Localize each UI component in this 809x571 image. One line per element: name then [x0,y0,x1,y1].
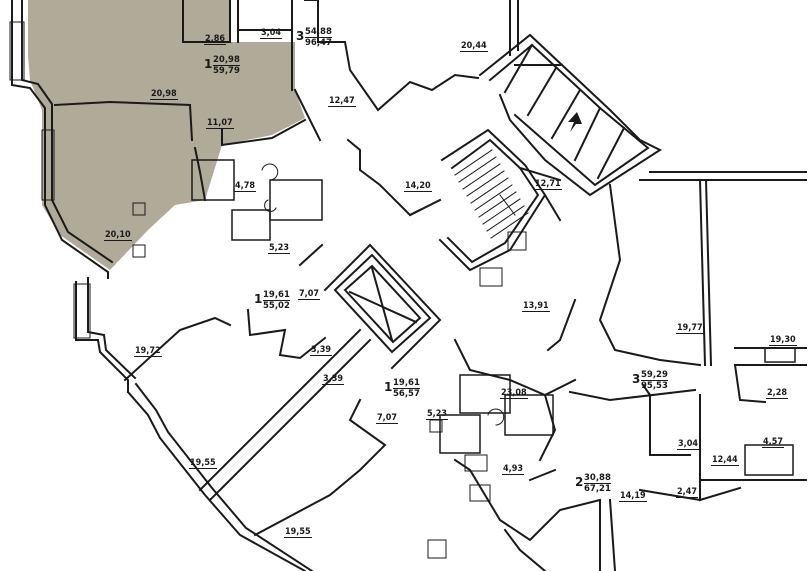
room-area-label: 7,07 [298,289,320,300]
room-area-label: 2,28 [766,388,788,399]
apartment-total-area: 56,57 [393,389,420,399]
room-area-label: 13,91 [522,301,550,312]
apartment-label[interactable]: 3 54,88 96,47 [296,27,342,51]
apartment-total-area: 55,02 [263,301,290,311]
apartment-rooms: 1 [254,292,263,306]
lower-center-walls [453,338,602,571]
east-walls [546,171,807,571]
room-area-label: 19,77 [676,323,704,334]
room-area-label: 19,55 [189,458,217,469]
apartment-living-area: 19,61 [263,290,290,301]
room-area-label: 12,44 [711,455,739,466]
apartment-living-area: 20,98 [213,55,240,66]
apartment-label[interactable]: 1 20,98 59,79 [204,55,250,79]
room-area-label: 12,71 [534,179,562,190]
apartment-rooms: 1 [384,380,393,394]
room-area-label: 20,44 [460,41,488,52]
center-left-walls [123,243,387,537]
arrow-icon [568,112,582,132]
room-area-label: 4,78 [234,181,256,192]
apartment-rooms: 1 [204,57,213,71]
room-area-label: 19,30 [769,335,797,346]
highlighted-apartment[interactable] [28,0,305,270]
apt-1-walls [53,0,307,202]
apartment-label[interactable]: 2 30,88 67,21 [575,473,621,497]
room-area-label: 3,04 [677,439,699,450]
room-area-label: 23,08 [500,388,528,399]
apartment-total-area: 59,79 [213,66,240,76]
room-area-label: 4,93 [502,464,524,475]
room-area-label: 14,19 [619,491,647,502]
room-area-label: 2,86 [204,34,226,45]
room-area-label: 5,23 [426,409,448,420]
apartment-rooms: 3 [296,29,305,43]
room-area-label: 3,39 [310,345,332,356]
room-area-label: 3,39 [322,374,344,385]
room-area-label: 20,10 [104,230,132,241]
stair-core [293,0,562,272]
apartment-label[interactable]: 3 59,29 95,53 [632,370,678,394]
room-area-label: 19,72 [134,346,162,357]
apartment-total-area: 95,53 [641,381,668,391]
room-area-label: 4,57 [762,437,784,448]
apartment-label[interactable]: 1 19,61 56,57 [384,378,430,402]
room-area-label: 2,47 [676,487,698,498]
elevator-shaft [323,243,442,370]
apartment-living-area: 59,29 [641,370,668,381]
room-area-label: 11,07 [206,118,234,129]
room-area-label: 12,47 [328,96,356,107]
kitchen-counters [132,202,527,559]
room-area-label: 3,04 [260,28,282,39]
loggia-grid [478,0,663,197]
door-swings [261,163,505,426]
apartment-living-area: 19,61 [393,378,420,389]
apartment-living-area: 30,88 [584,473,611,484]
apartment-living-area: 54,88 [305,27,332,38]
apartment-total-area: 96,47 [305,38,332,48]
stair-flights [454,149,529,239]
apartment-total-area: 67,21 [584,484,611,494]
room-area-label: 14,20 [404,181,432,192]
room-area-label: 7,07 [376,413,398,424]
apartment-rooms: 3 [632,372,641,386]
apartment-label[interactable]: 1 19,61 55,02 [254,290,300,314]
room-area-label: 5,23 [268,243,290,254]
room-area-label: 19,55 [284,527,312,538]
room-area-label: 20,98 [150,89,178,100]
apartment-rooms: 2 [575,475,584,489]
